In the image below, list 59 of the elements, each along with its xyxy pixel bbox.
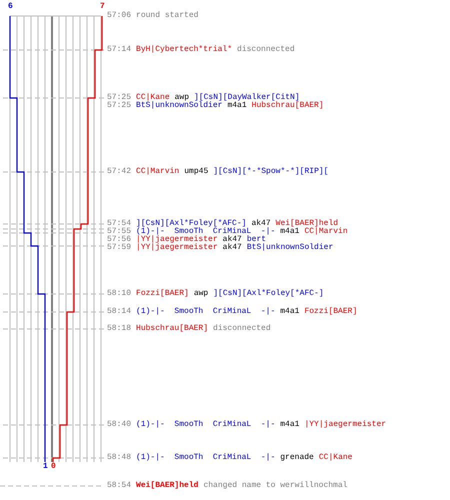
player-name: ][CsN][*-*Spow*-*][RIP][ bbox=[213, 168, 328, 176]
player-name: CC|Marvin bbox=[136, 168, 180, 176]
player-name: BtS|unknownSoldier bbox=[136, 102, 222, 110]
player-name: BtS|unknownSoldier bbox=[246, 244, 334, 252]
weapon-name: m4a1 bbox=[280, 228, 300, 236]
timestamp: 57:59 bbox=[107, 244, 132, 252]
weapon-name: grenade bbox=[280, 454, 314, 462]
player-name: (1)-|- SmooTh CriMinaL -|- bbox=[136, 454, 276, 462]
player-name: ][CsN][Axl*Foley[*AFC-] bbox=[213, 290, 324, 298]
player-name: Hubschrau[BAER] bbox=[252, 102, 324, 110]
player-name: CC|Kane bbox=[318, 454, 352, 462]
status-text: disconnected bbox=[213, 325, 271, 333]
player-name: CC|Marvin bbox=[304, 228, 348, 236]
timestamp: 57:54 bbox=[107, 220, 132, 228]
timestamp: 58:18 bbox=[107, 325, 132, 333]
player-name: |YY|jaegermeister bbox=[304, 421, 386, 429]
timestamp: 58:54 bbox=[107, 482, 132, 490]
player-name: Fozzi[BAER] bbox=[304, 308, 358, 316]
weapon-name: awp bbox=[194, 290, 208, 298]
player-name: ByH|Cybertech*trial* bbox=[136, 46, 232, 54]
player-name: Hubschrau[BAER] bbox=[136, 325, 208, 333]
status-text: changed name to werwillnochmal bbox=[203, 482, 348, 490]
weapon-name: awp bbox=[174, 94, 190, 102]
timestamp: 57:14 bbox=[107, 46, 132, 54]
timestamp: 58:48 bbox=[107, 454, 132, 462]
player-name: (1)-|- SmooTh CriMinaL -|- bbox=[136, 421, 276, 429]
player-name: Wei[BAER]held bbox=[136, 482, 198, 490]
status-text: disconnected bbox=[237, 46, 295, 54]
timestamp: 57:56 bbox=[107, 236, 132, 244]
player-name: ][CsN][DayWalker[CitN] bbox=[194, 94, 300, 102]
weapon-name: ak47 bbox=[222, 236, 242, 244]
timestamp: 57:25 bbox=[107, 102, 132, 110]
timestamp: 57:25 bbox=[107, 94, 132, 102]
count-label: 1 bbox=[43, 463, 48, 471]
player-name: bert bbox=[246, 236, 266, 244]
status-text: round started bbox=[136, 12, 198, 20]
player-name: Wei[BAER]held bbox=[276, 220, 338, 228]
player-name: (1)-|- SmooTh CriMinaL -|- bbox=[136, 308, 276, 316]
weapon-name: ump45 bbox=[184, 168, 208, 176]
timestamp: 58:40 bbox=[107, 421, 132, 429]
player-name: |YY|jaegermeister bbox=[136, 244, 218, 252]
timestamp: 58:14 bbox=[107, 308, 132, 316]
player-name: (1)-|- SmooTh CriMinaL -|- bbox=[136, 228, 276, 236]
weapon-name: m4a1 bbox=[280, 421, 300, 429]
weapon-name: ak47 bbox=[251, 220, 271, 228]
count-label: 0 bbox=[51, 463, 56, 471]
count-label: 7 bbox=[100, 3, 105, 11]
weapon-name: m4a1 bbox=[227, 102, 247, 110]
weapon-name: m4a1 bbox=[280, 308, 300, 316]
count-label: 6 bbox=[8, 3, 13, 11]
player-name: |YY|jaegermeister bbox=[136, 236, 218, 244]
weapon-name: ak47 bbox=[222, 244, 242, 252]
timestamp: 58:10 bbox=[107, 290, 132, 298]
timestamp: 57:42 bbox=[107, 168, 132, 176]
timestamp: 57:06 bbox=[107, 12, 132, 20]
player-name: CC|Kane bbox=[136, 94, 170, 102]
player-name: ][CsN][Axl*Foley[*AFC-] bbox=[136, 220, 246, 228]
player-name: Fozzi[BAER] bbox=[136, 290, 189, 298]
timestamp: 57:55 bbox=[107, 228, 132, 236]
